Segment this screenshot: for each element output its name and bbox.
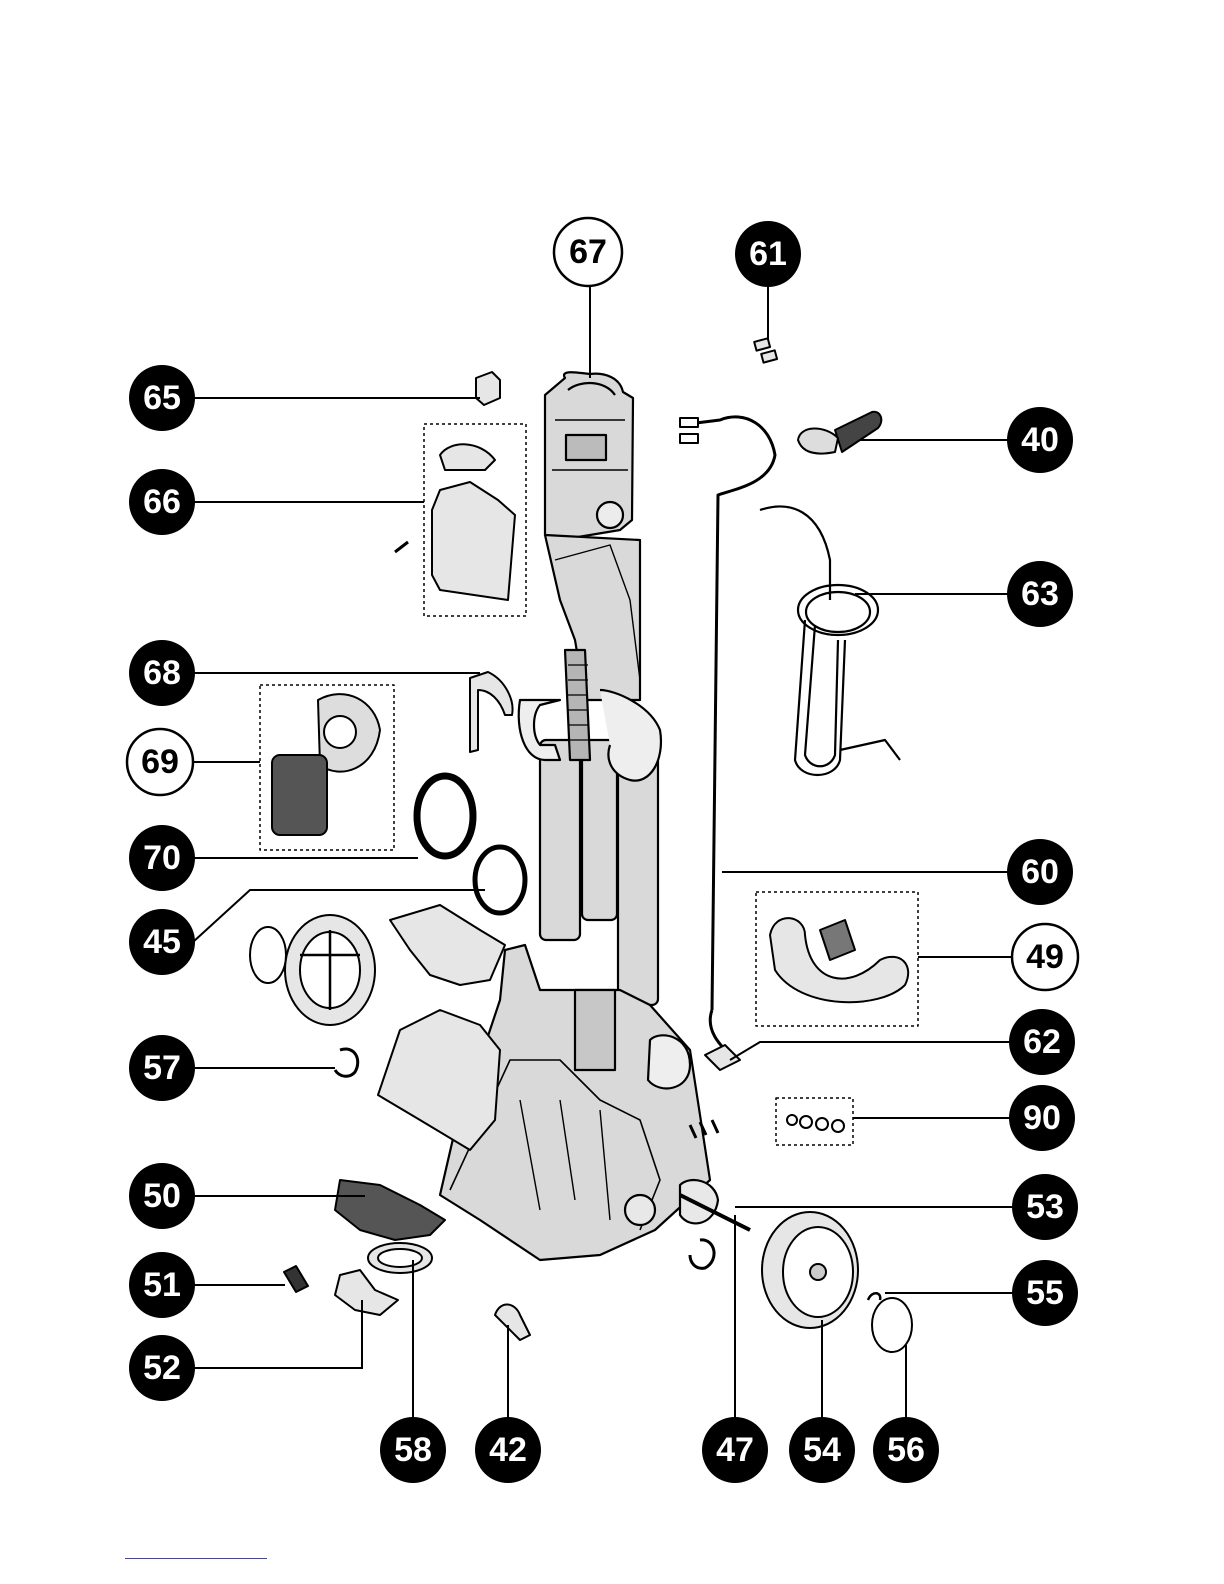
callout-40: 40 xyxy=(1007,407,1073,473)
svg-text:50: 50 xyxy=(143,1177,181,1215)
svg-text:63: 63 xyxy=(1021,575,1059,613)
part-63-coiled-cord xyxy=(760,507,900,775)
callout-63: 63 xyxy=(1007,561,1073,627)
part-42-clip xyxy=(495,1304,530,1340)
svg-text:51: 51 xyxy=(143,1266,181,1304)
svg-text:69: 69 xyxy=(141,743,179,781)
part-45-bracket xyxy=(390,905,505,985)
callout-55: 55 xyxy=(1012,1260,1078,1326)
callout-49: 49 xyxy=(1012,924,1078,990)
callout-47: 47 xyxy=(702,1417,768,1483)
callout-90: 90 xyxy=(1009,1085,1075,1151)
part-57-clip xyxy=(335,1049,358,1076)
svg-text:47: 47 xyxy=(716,1431,754,1469)
svg-text:62: 62 xyxy=(1023,1023,1061,1061)
svg-text:68: 68 xyxy=(143,654,181,692)
part-housing-left xyxy=(378,1010,500,1150)
part-68-gasket xyxy=(470,672,513,752)
svg-text:66: 66 xyxy=(143,483,181,521)
svg-text:54: 54 xyxy=(803,1431,841,1469)
footer-rule xyxy=(125,1558,267,1559)
callout-57: 57 xyxy=(129,1035,195,1101)
part-52-latch xyxy=(335,1270,398,1315)
part-40-grip xyxy=(798,412,881,454)
callout-65: 65 xyxy=(129,365,195,431)
callout-54: 54 xyxy=(789,1417,855,1483)
callout-53: 53 xyxy=(1012,1174,1078,1240)
svg-text:67: 67 xyxy=(569,233,607,271)
svg-text:53: 53 xyxy=(1026,1188,1064,1226)
svg-text:49: 49 xyxy=(1026,938,1064,976)
part-61-terminals xyxy=(754,338,777,362)
svg-text:42: 42 xyxy=(489,1431,527,1469)
callout-69: 69 xyxy=(127,729,193,795)
callout-56: 56 xyxy=(873,1417,939,1483)
callout-60: 60 xyxy=(1007,839,1073,905)
callout-70: 70 xyxy=(129,825,195,891)
callout-50: 50 xyxy=(129,1163,195,1229)
svg-text:57: 57 xyxy=(143,1049,181,1087)
part-65-switch xyxy=(476,372,500,405)
part-54-wheel xyxy=(762,1212,858,1328)
callout-51: 51 xyxy=(129,1252,195,1318)
callout-66: 66 xyxy=(129,469,195,535)
callout-67: 67 xyxy=(554,218,622,286)
callout-62: 62 xyxy=(1009,1009,1075,1075)
part-60-cable xyxy=(680,417,775,1010)
part-56-cap xyxy=(872,1298,912,1352)
leader-62 xyxy=(730,1042,1010,1060)
svg-text:56: 56 xyxy=(887,1431,925,1469)
part-50-brush-arm xyxy=(335,1180,445,1240)
svg-text:58: 58 xyxy=(394,1431,432,1469)
part-51-roller xyxy=(284,1266,308,1292)
part-55-clip xyxy=(868,1293,880,1300)
callout-45: 45 xyxy=(129,909,195,975)
svg-text:55: 55 xyxy=(1026,1274,1064,1312)
callout-58: 58 xyxy=(380,1417,446,1483)
callout-61: 61 xyxy=(735,221,801,287)
svg-text:40: 40 xyxy=(1021,421,1059,459)
callout-68: 68 xyxy=(129,640,195,706)
svg-text:70: 70 xyxy=(143,839,181,877)
svg-text:61: 61 xyxy=(749,235,787,273)
part-70-ring xyxy=(417,776,473,856)
svg-text:60: 60 xyxy=(1021,853,1059,891)
svg-text:45: 45 xyxy=(143,923,181,961)
svg-text:52: 52 xyxy=(143,1349,181,1387)
leader-52 xyxy=(193,1300,362,1368)
svg-text:90: 90 xyxy=(1023,1099,1061,1137)
callout-52: 52 xyxy=(129,1335,195,1401)
svg-text:65: 65 xyxy=(143,379,181,417)
callout-42: 42 xyxy=(475,1417,541,1483)
